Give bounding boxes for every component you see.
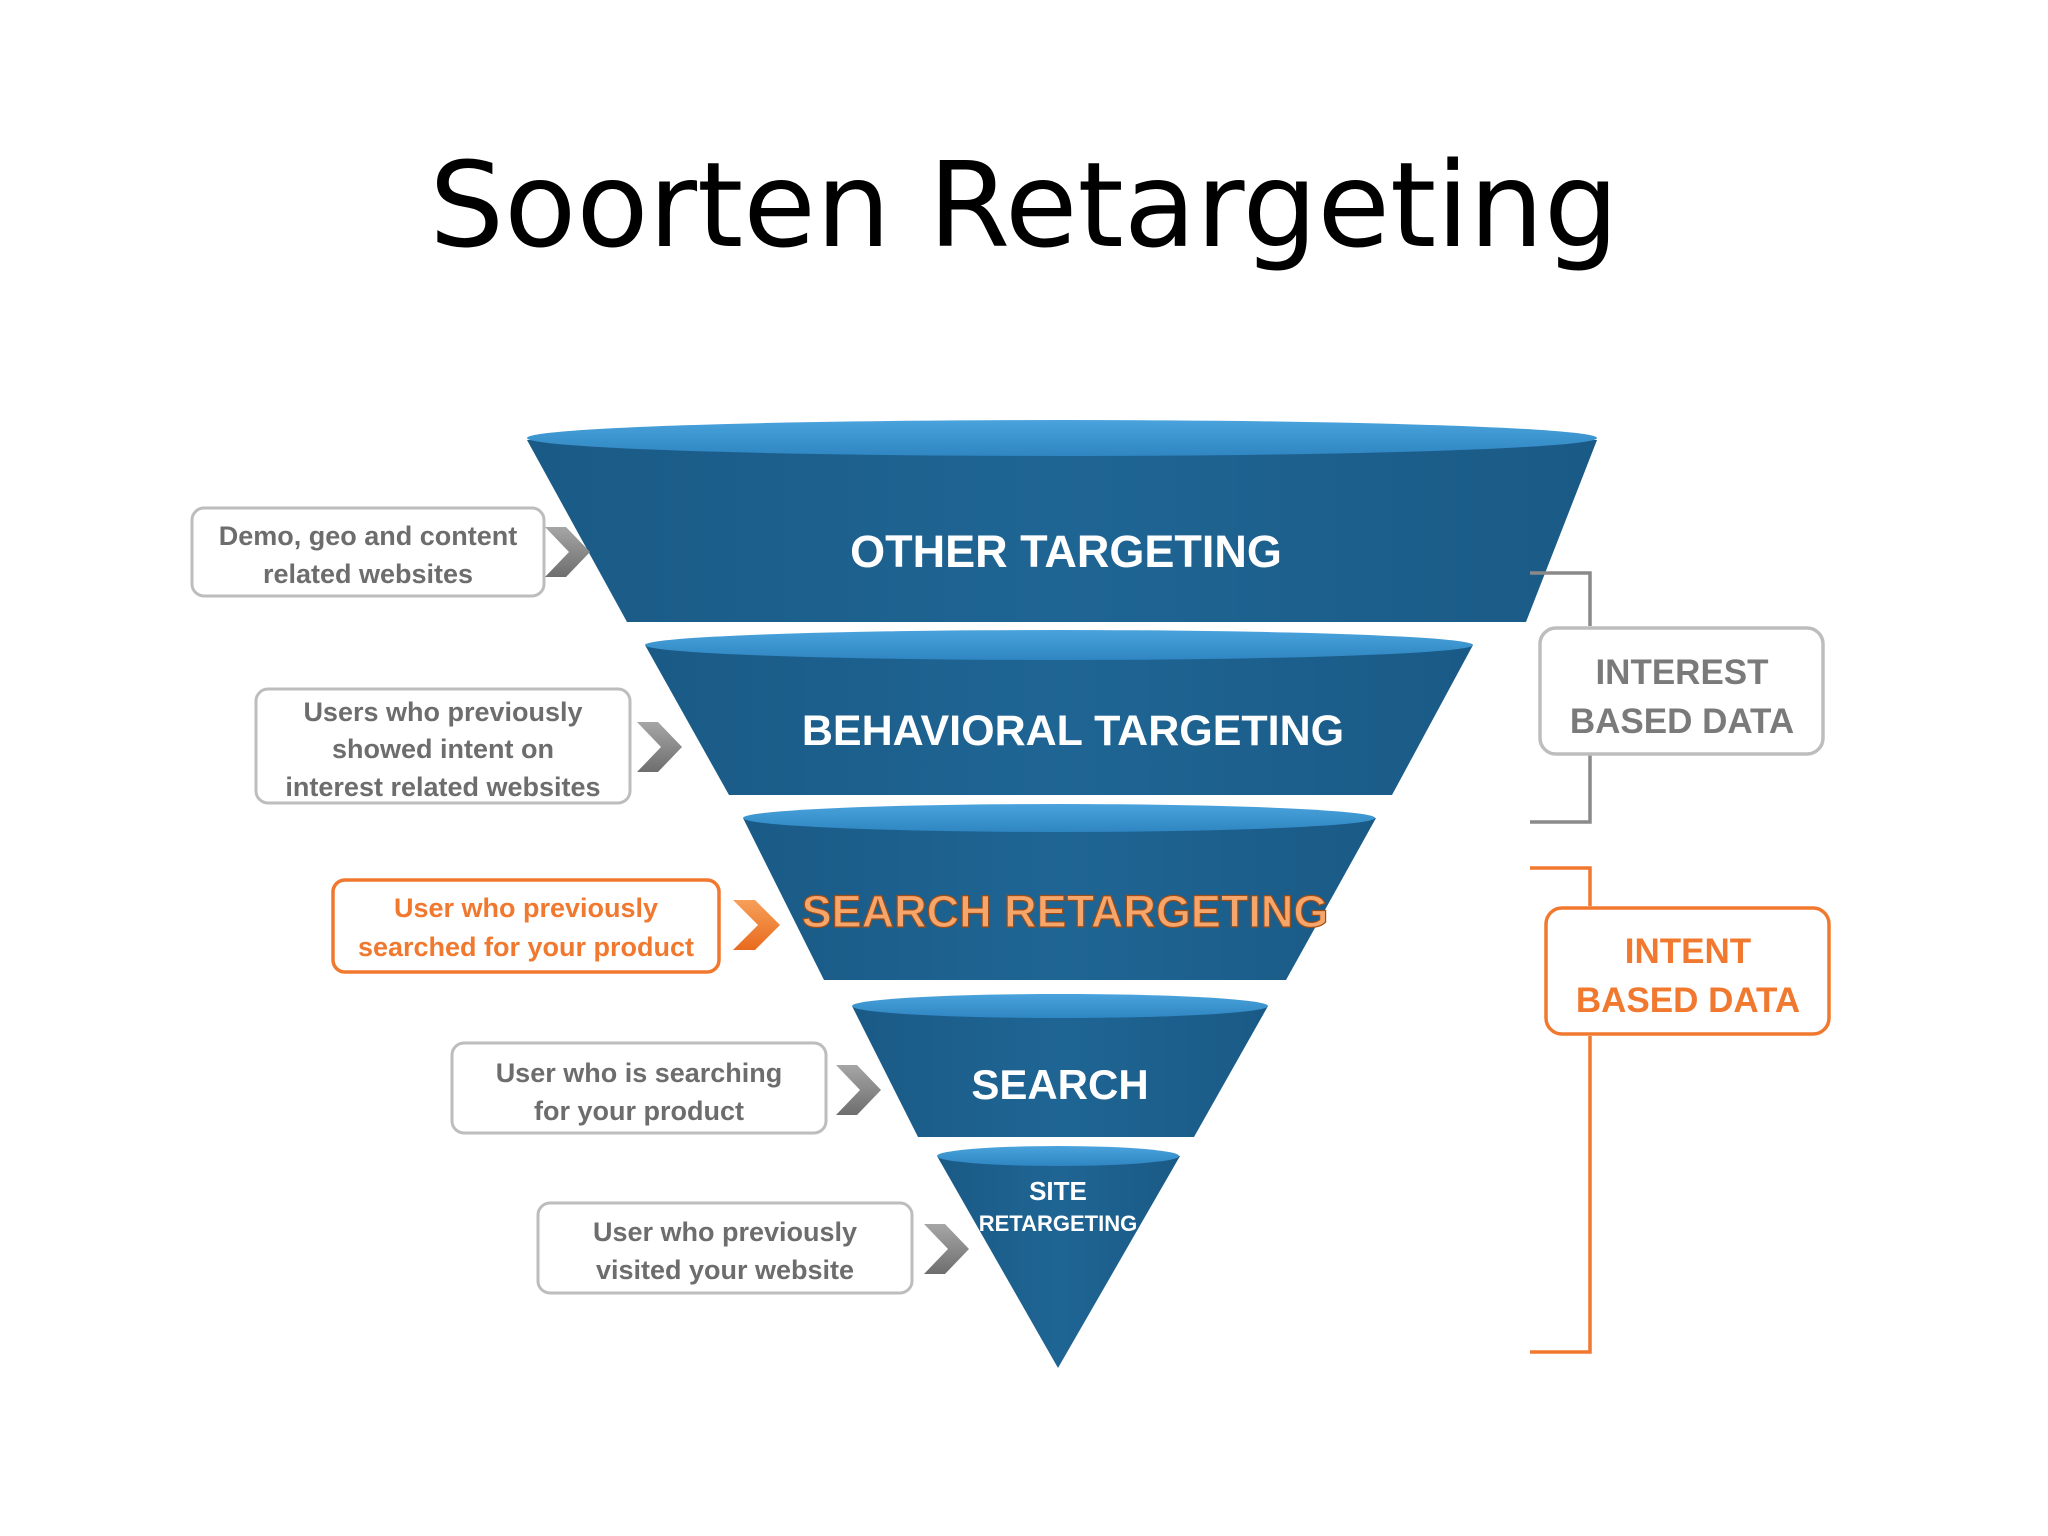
intent-label-line2: BASED DATA [1576, 981, 1800, 1020]
description-box-frame [254, 687, 632, 805]
funnel-level-search: SEARCH [852, 994, 1268, 1137]
intent-based-data-box [1544, 906, 1831, 1036]
description-line: User who previously [593, 1217, 857, 1247]
funnel-label-retargeting: RETARGETING [979, 1211, 1137, 1236]
interest-based-data-group: INTEREST BASED DATA [1530, 571, 1825, 824]
intent-bracket [1530, 866, 1592, 1354]
description-line: related websites [263, 559, 473, 589]
funnel-segment-body [937, 1156, 1180, 1368]
chevron-right-icon [836, 1065, 881, 1115]
chevron-right-icon [545, 527, 590, 577]
interest-label-line2: BASED DATA [1570, 702, 1794, 741]
description-line: for your product [534, 1096, 744, 1126]
description-box-frame [331, 878, 721, 974]
description-line: visited your website [596, 1255, 854, 1285]
description-line: interest related websites [285, 772, 600, 802]
description-line: showed intent on [332, 734, 554, 764]
funnel-level-search-retargeting: SEARCH RETARGETING [743, 804, 1376, 980]
funnel-level-other-targeting: OTHER TARGETING [527, 420, 1597, 622]
description-line: searched for your product [358, 932, 694, 962]
funnel-level-behavioral-targeting: BEHAVIORAL TARGETING [645, 630, 1473, 795]
description-box-frame [190, 506, 546, 598]
funnel-label-other-targeting: OTHER TARGETING [850, 526, 1282, 577]
funnel-label-site: SITE [1029, 1176, 1087, 1206]
description-line: Users who previously [303, 697, 582, 727]
description-box-frame [536, 1201, 914, 1295]
funnel-segment-rim [527, 420, 1597, 456]
funnel-segment-rim [852, 994, 1268, 1018]
description-box-frame [450, 1041, 828, 1135]
description-line: User who is searching [496, 1058, 783, 1088]
funnel-segment-body [743, 818, 1376, 980]
chevron-right-icon [924, 1224, 969, 1274]
description-box-other-targeting: Demo, geo and content related websites [190, 506, 546, 598]
funnel-segment-rim [743, 804, 1375, 832]
funnel-label-search-retargeting: SEARCH RETARGETING [802, 886, 1329, 937]
funnel-label-search: SEARCH [971, 1061, 1148, 1108]
funnel-label-behavioral-targeting: BEHAVIORAL TARGETING [802, 707, 1344, 755]
funnel-segment-body [645, 645, 1473, 795]
description-box-site-retargeting: User who previously visited your website [536, 1201, 914, 1295]
description-line: Demo, geo and content [219, 521, 518, 551]
chevron-right-icon [733, 900, 780, 950]
intent-label-line1: INTENT [1625, 932, 1751, 971]
intent-based-data-group: INTENT BASED DATA [1530, 866, 1831, 1354]
description-box-search-retargeting: User who previously searched for your pr… [331, 878, 721, 974]
interest-label-line1: INTEREST [1595, 653, 1768, 692]
interest-bracket [1530, 571, 1592, 824]
funnel-segment-body [527, 440, 1597, 622]
funnel-segment-rim [645, 630, 1473, 660]
interest-based-data-box [1538, 626, 1825, 756]
description-box-search: User who is searching for your product [450, 1041, 828, 1135]
description-box-behavioral-targeting: Users who previously showed intent on in… [254, 687, 632, 805]
funnel-level-site-retargeting: SITE RETARGETING [937, 1146, 1180, 1368]
chevron-right-icon [637, 722, 682, 772]
funnel-segment-body [852, 1006, 1268, 1137]
funnel-segment-rim [937, 1146, 1179, 1166]
slide-title: Soorten Retargeting [429, 136, 1619, 274]
description-line: User who previously [394, 893, 658, 923]
